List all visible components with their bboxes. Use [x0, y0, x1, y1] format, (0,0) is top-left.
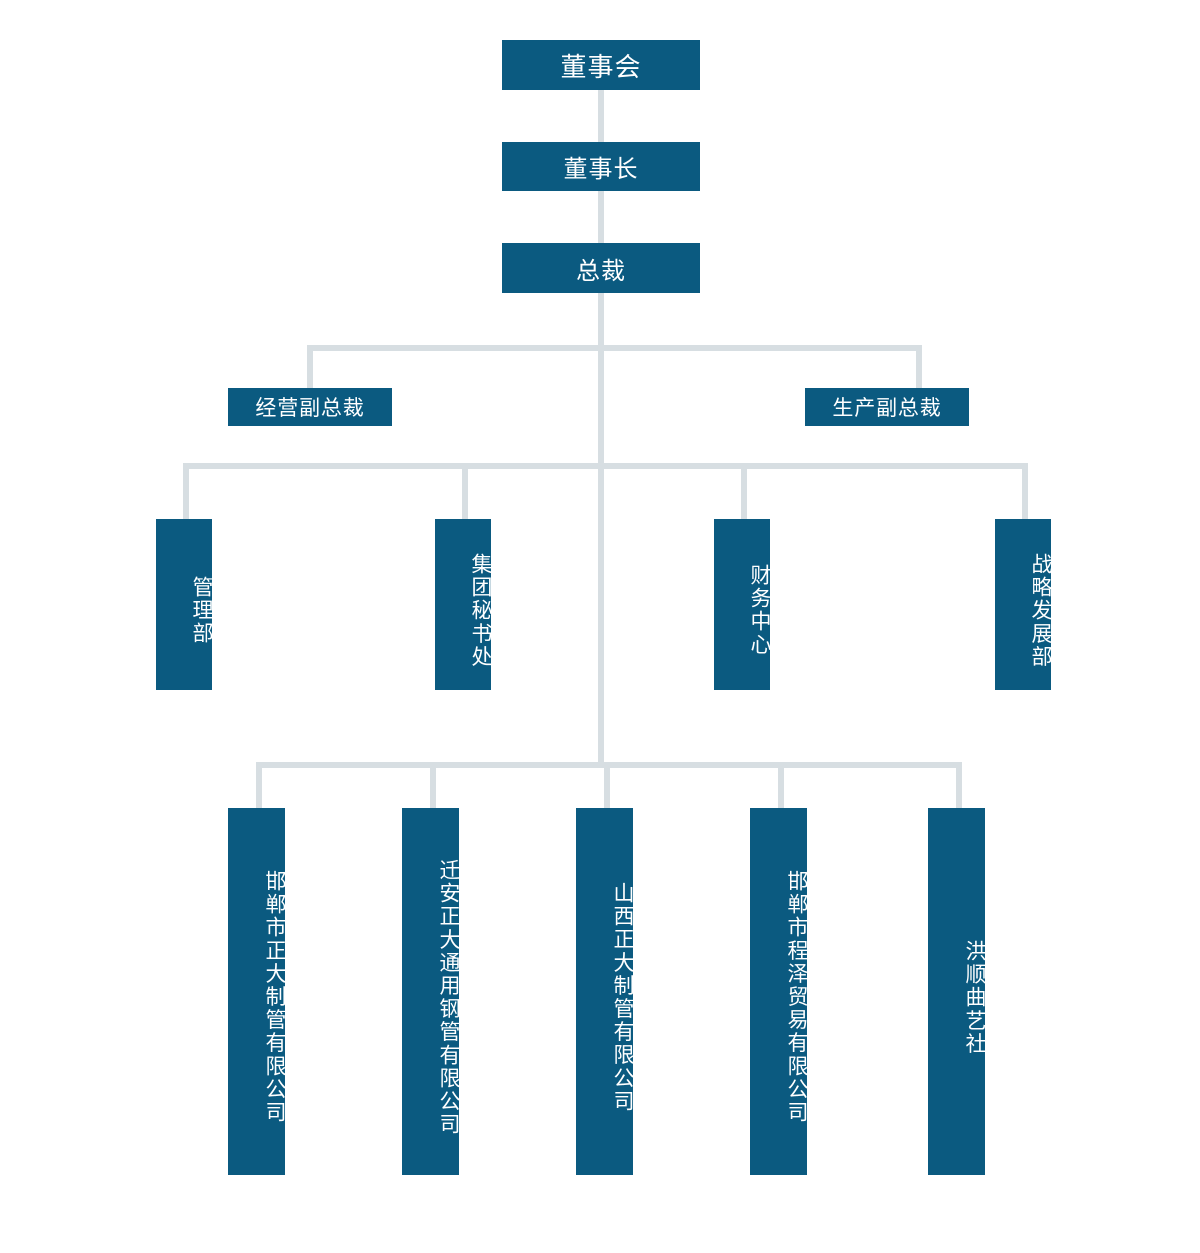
- connector-dept-secretariat-drop: [462, 463, 468, 519]
- node-dept-strategy-development[interactable]: 战略发展部: [995, 519, 1053, 690]
- node-sub-qianan-zhengda[interactable]: 迁安正大通用钢管有限公司: [402, 808, 461, 1175]
- connector-sub-hongshun-drop: [956, 762, 962, 808]
- node-sub-handan-chengze[interactable]: 邯郸市程泽贸易有限公司: [750, 808, 809, 1175]
- connector-dept-strategy-drop: [1022, 463, 1028, 519]
- connector-sub-qianan-drop: [430, 762, 436, 808]
- node-vp-operations[interactable]: 经营副总裁: [228, 388, 392, 426]
- node-president[interactable]: 总裁: [502, 243, 700, 293]
- node-sub-hongshun-quyishe[interactable]: 洪顺曲艺社: [928, 808, 987, 1175]
- node-dept-finance-center[interactable]: 财务中心: [714, 519, 772, 690]
- connector-vp-production-drop: [916, 345, 922, 389]
- connector-vp-bar: [307, 345, 922, 351]
- connector-sub-handan-zhengda-drop: [256, 762, 262, 808]
- node-dept-group-secretariat[interactable]: 集团秘书处: [435, 519, 493, 690]
- connector-president-trunk: [598, 293, 604, 768]
- node-sub-shanxi-zhengda[interactable]: 山西正大制管有限公司: [576, 808, 635, 1175]
- connector-sub-shanxi-drop: [604, 762, 610, 808]
- node-dept-management[interactable]: 管理部: [156, 519, 214, 690]
- connector-department-bar: [183, 463, 1028, 469]
- node-sub-handan-zhengda[interactable]: 邯郸市正大制管有限公司: [228, 808, 287, 1175]
- connector-dept-finance-drop: [741, 463, 747, 519]
- connector-sub-chengze-drop: [778, 762, 784, 808]
- connector-chairman-to-president: [598, 191, 604, 243]
- connector-board-to-chairman: [598, 90, 604, 142]
- connector-vp-operations-drop: [307, 345, 313, 389]
- node-chairman[interactable]: 董事长: [502, 142, 700, 191]
- connector-dept-management-drop: [183, 463, 189, 519]
- node-vp-production[interactable]: 生产副总裁: [805, 388, 969, 426]
- node-board[interactable]: 董事会: [502, 40, 700, 90]
